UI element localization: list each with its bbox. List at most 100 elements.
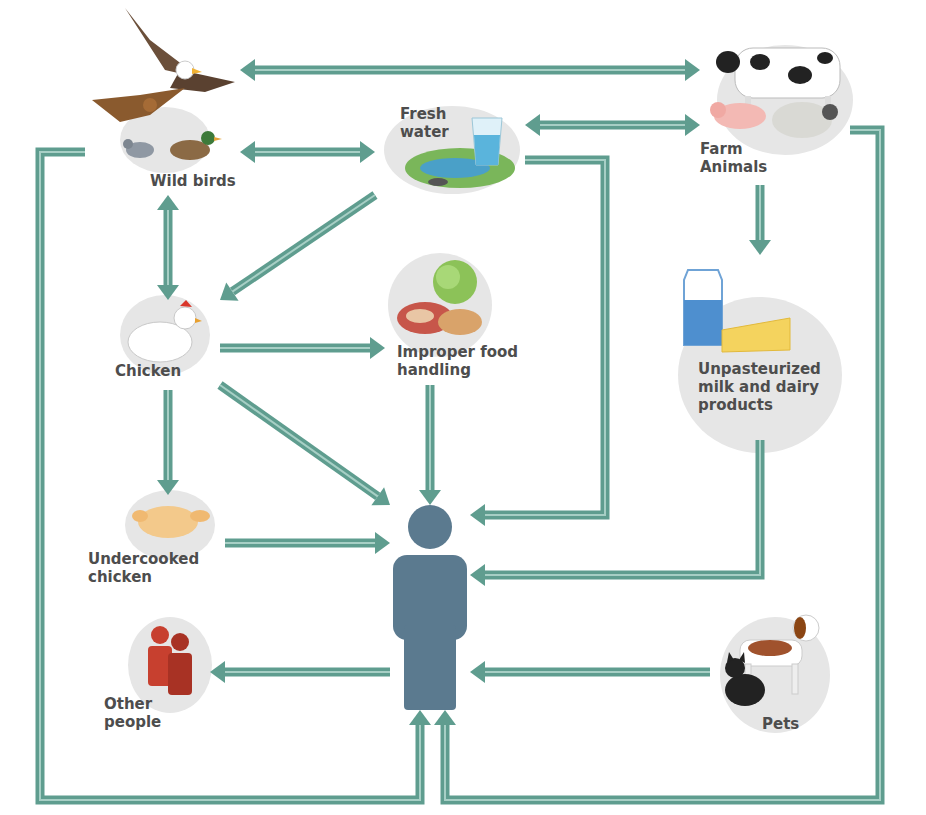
dairy-icon [684, 270, 790, 352]
connector-line [164, 210, 173, 285]
connector-highlight [540, 124, 685, 126]
arrowhead [360, 141, 375, 163]
arrowhead [375, 532, 390, 554]
food-icon [397, 260, 482, 335]
connector-line [220, 344, 370, 353]
connector-highlight [225, 542, 375, 544]
connector-highlight [40, 152, 420, 800]
wild-birds-icon [92, 8, 235, 160]
connector [419, 385, 441, 505]
person-figure [390, 505, 470, 710]
pets-icon [725, 615, 819, 706]
arrowhead [470, 564, 485, 586]
arrowhead [434, 710, 456, 725]
arrowhead [470, 504, 485, 526]
arrowhead [525, 114, 540, 136]
source-node: Other people [100, 620, 210, 735]
connector-line [225, 539, 375, 548]
connector [220, 385, 390, 505]
source-node: Pets [710, 610, 840, 740]
connector [749, 185, 771, 255]
arrowhead [749, 240, 771, 255]
arrowhead [157, 285, 179, 300]
arrowhead [210, 661, 225, 683]
connector [225, 532, 390, 554]
chicken-icon [128, 300, 202, 362]
node-label: Chicken [115, 362, 215, 380]
connector [157, 390, 179, 495]
roast-chicken-icon [132, 506, 210, 538]
connector-highlight [445, 130, 880, 800]
connector-line [540, 121, 685, 130]
connector-highlight [167, 390, 169, 480]
arrowhead [409, 710, 431, 725]
connector-highlight [167, 210, 169, 285]
connector [525, 114, 700, 136]
person-part [404, 625, 456, 710]
connector-highlight [485, 160, 605, 515]
connector-highlight [255, 151, 360, 153]
arrowhead [419, 490, 441, 505]
arrowhead [685, 114, 700, 136]
node-label: Improper food handling [397, 343, 532, 379]
farm-animals-icon [710, 48, 840, 138]
node-label: Pets [762, 715, 832, 733]
connector-line [232, 195, 375, 292]
connector [240, 141, 375, 163]
person-part [408, 505, 452, 549]
connector-line [445, 130, 880, 800]
connector-line [255, 148, 360, 157]
source-node: Farm Animals [700, 40, 850, 185]
icon-backdrops [120, 45, 853, 733]
connector-highlight [485, 440, 760, 575]
connector [40, 152, 431, 800]
source-node: Wild birds [85, 0, 240, 195]
source-node: Chicken [110, 300, 220, 390]
arrowhead [470, 661, 485, 683]
node-label: Other people [104, 695, 204, 731]
connector-line [485, 668, 710, 677]
source-node: Undercooked chicken [85, 495, 225, 590]
connector [157, 195, 179, 300]
source-node: Fresh water [375, 95, 525, 195]
connector-line [40, 152, 420, 800]
node-label: Wild birds [150, 172, 238, 190]
node-label: Farm Animals [700, 140, 785, 176]
connector-highlight [220, 347, 370, 349]
connector [434, 130, 880, 800]
source-node: Unpasteurized milk and dairy products [670, 255, 845, 440]
arrowhead [240, 141, 255, 163]
arrowhead [370, 337, 385, 359]
connector [470, 440, 760, 586]
connector-line [485, 160, 605, 515]
connector-highlight [255, 69, 685, 71]
person-node [390, 505, 470, 710]
connector [220, 337, 385, 359]
connector-line [164, 390, 173, 480]
connector-line [225, 668, 390, 677]
connector-line [426, 385, 435, 490]
connector-highlight [225, 671, 390, 673]
connector-line [485, 440, 760, 575]
arrowhead [685, 59, 700, 81]
arrowhead [240, 59, 255, 81]
connector [210, 661, 390, 683]
connector-line [255, 66, 685, 75]
connector-highlight [232, 195, 375, 292]
node-label: Undercooked chicken [88, 550, 220, 586]
connector-highlight [220, 385, 378, 496]
source-node: Improper food handling [385, 255, 535, 385]
connector [220, 195, 375, 301]
connector-highlight [759, 185, 761, 240]
connector-line [220, 385, 378, 496]
other-people-icon [148, 626, 192, 695]
node-label: Unpasteurized milk and dairy products [698, 360, 843, 414]
connector [470, 661, 710, 683]
connector-highlight [429, 385, 431, 490]
connector-line [756, 185, 765, 240]
arrowhead [157, 195, 179, 210]
node-label: Fresh water [400, 105, 480, 141]
